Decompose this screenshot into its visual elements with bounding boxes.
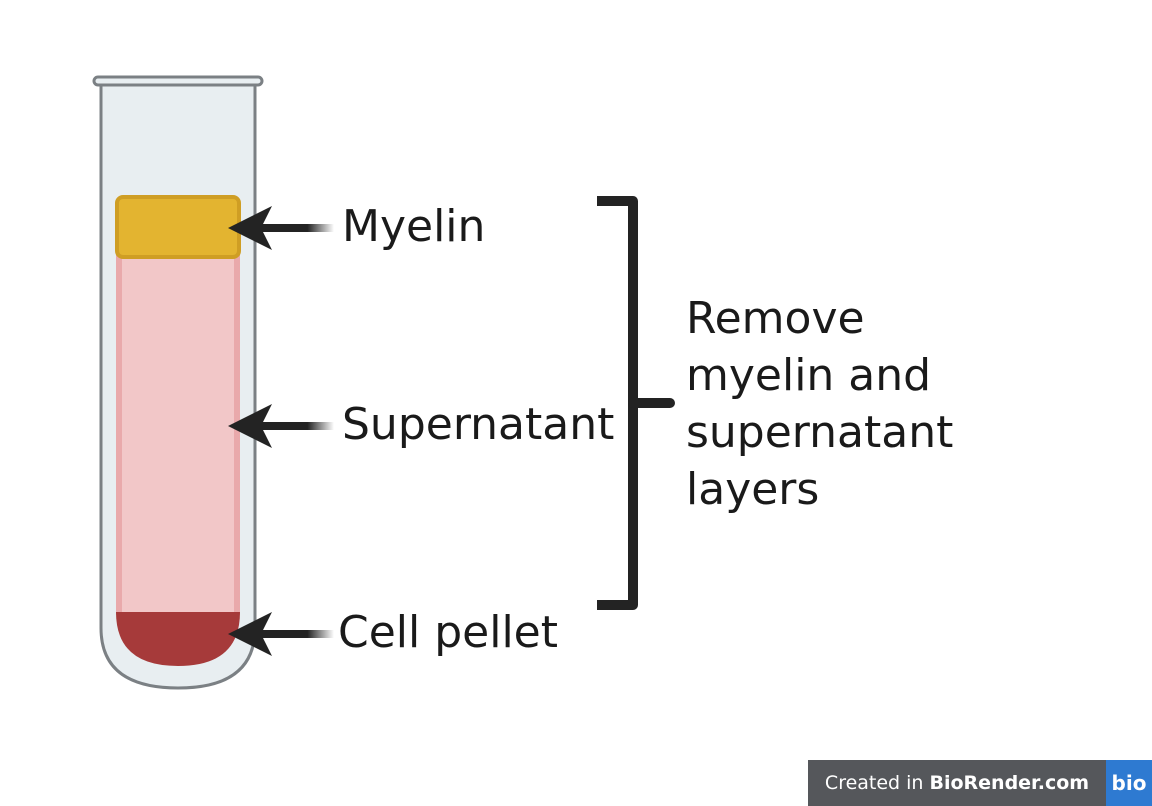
- right-bracket-icon: [597, 196, 675, 610]
- supernatant-edge-right: [234, 255, 240, 615]
- arrow-tail: [258, 422, 334, 430]
- instruction-line: layers: [686, 464, 820, 515]
- arrow-supernatant: [228, 404, 334, 448]
- arrow-tail: [258, 630, 334, 638]
- watermark-brand: BioRender.com: [929, 772, 1090, 794]
- arrow-tail: [258, 224, 334, 232]
- test-tube-icon: [92, 75, 264, 690]
- left-arrow-icon: [228, 206, 272, 250]
- tube-rim: [92, 75, 264, 87]
- label-myelin: Myelin: [342, 201, 486, 252]
- left-arrow-icon: [228, 612, 272, 656]
- supernatant-edge-left: [116, 255, 122, 615]
- label-supernatant: Supernatant: [342, 399, 615, 450]
- watermark-prefix: Created in: [824, 772, 924, 794]
- supernatant-layer: [116, 255, 240, 615]
- left-arrow-icon: [228, 404, 272, 448]
- instruction-line: Remove: [686, 293, 865, 344]
- myelin-layer: [115, 195, 241, 259]
- arrow-pellet: [228, 612, 334, 656]
- watermark-text: Created in BioRender.com: [808, 760, 1106, 806]
- biorender-watermark[interactable]: Created in BioRender.com bio: [808, 760, 1152, 806]
- label-cell-pellet: Cell pellet: [338, 607, 558, 658]
- arrow-myelin: [228, 206, 334, 250]
- biorender-logo-icon: bio: [1106, 760, 1152, 806]
- instruction-text: Remove myelin and supernatant layers: [686, 290, 953, 518]
- instruction-line: supernatant: [686, 407, 954, 458]
- instruction-line: myelin and: [686, 350, 932, 401]
